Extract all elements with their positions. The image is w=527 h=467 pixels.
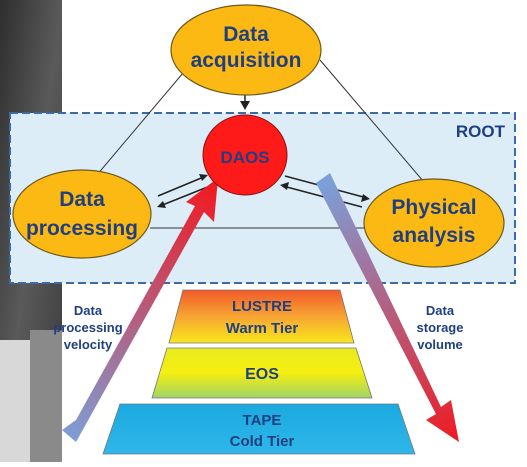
lustre-line1: LUSTRE [232, 298, 292, 315]
velocity-line2: processing [53, 320, 122, 335]
background-photo-post [30, 330, 62, 462]
node-physical-analysis: Physical analysis [363, 178, 505, 268]
node-daos: DAOS [202, 114, 288, 196]
velocity-arrow [62, 178, 218, 442]
velocity-line1: Data [74, 303, 103, 318]
acquisition-line2: acquisition [191, 49, 302, 72]
eos-label: EOS [245, 366, 279, 383]
arrow-physical-to-daos-head [280, 182, 289, 190]
arrow-acquisition-daos-head [240, 101, 250, 110]
acquisition-line1: Data [223, 23, 269, 46]
arrow-daos-to-physical-head [361, 194, 370, 202]
volume-arrow [316, 173, 459, 442]
velocity-line3: velocity [64, 337, 113, 352]
lustre-line2: Warm Tier [226, 320, 299, 337]
velocity-label: Data processing velocity [53, 303, 122, 352]
tape-line1: TAPE [243, 412, 282, 429]
arrow-daos-to-processing-head [157, 201, 166, 208]
volume-line1: Data [426, 303, 455, 318]
processing-line2: processing [26, 217, 138, 240]
node-data-acquisition: Data acquisition [170, 4, 322, 96]
volume-line2: storage [417, 320, 464, 335]
node-data-processing: Data processing [12, 169, 152, 259]
tape-line2: Cold Tier [230, 433, 295, 450]
line-acquisition-physical [319, 59, 436, 196]
arrow-physical-to-daos [282, 185, 363, 208]
daos-label: DAOS [220, 148, 269, 167]
processing-line1: Data [59, 188, 105, 211]
tier-tape: TAPE Cold Tier [102, 403, 416, 455]
arrow-daos-to-processing [159, 185, 211, 207]
volume-line3: volume [417, 337, 463, 352]
root-label: ROOT [456, 122, 506, 141]
tier-eos: EOS [151, 347, 373, 399]
physical-line1: Physical [391, 196, 476, 219]
arrow-processing-to-daos-head [199, 174, 208, 181]
physical-line2: analysis [393, 224, 476, 247]
arrow-processing-to-daos [157, 175, 207, 197]
tier-lustre: LUSTRE Warm Tier [168, 289, 355, 344]
volume-label: Data storage volume [417, 303, 464, 352]
